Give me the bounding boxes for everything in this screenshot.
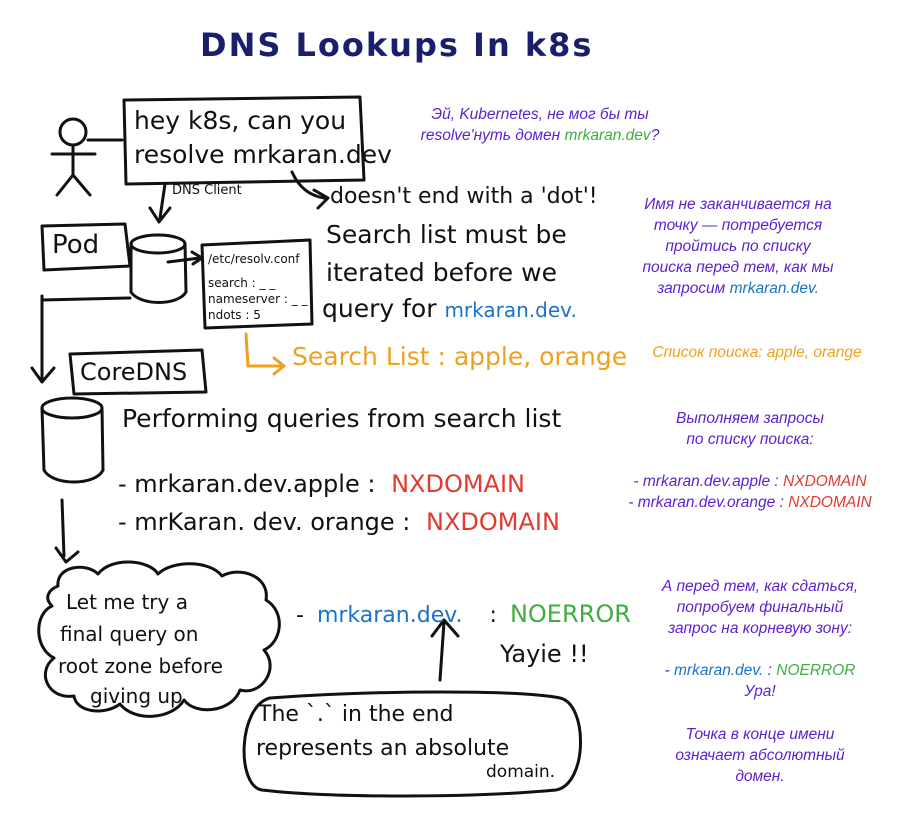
query-apple-result: NXDOMAIN [391,470,525,498]
ru-block-6: Точка в конце имени означает абсолютный … [640,724,880,787]
thought-cloud [37,560,281,718]
query-apple-domain: - mrkaran.dev.apple : [118,470,376,498]
ru-block-1-domain: mrkaran.dev [564,127,651,144]
ru-block-3: Список поиска: apple, orange [652,344,862,361]
ru-block-4-q1-result: NXDOMAIN [783,473,867,490]
arrow-to-cloud [54,498,80,564]
query-orange-domain: - mrKaran. dev. orange : [118,508,411,536]
speech-line-2: resolve mrkaran.dev [134,140,392,169]
ru-block-2-line-4: поиска перед тем, как мы [642,259,834,276]
coredns-label: CoreDNS [80,358,188,386]
root-query-domain: mrkaran.dev. [316,603,463,628]
ru-block-4-line-2: по списку поиска: [686,431,814,448]
arrow-to-note [290,170,330,210]
speech-line-1: hey k8s, can you [134,106,347,135]
queries-header: Performing queries from search list [122,404,562,433]
dns-client-label: DNS Client [172,183,242,198]
orange-arrow [244,332,286,376]
dot-note-line-3: iterated before we [326,258,557,287]
absolute-note-line-1: The `.` in the end [258,702,454,727]
ru-block-5-spacer [620,639,900,660]
ru-block-6-line-2: означает абсолютный [675,747,845,764]
root-query-dash: - [296,603,304,628]
coredns-database-icon [40,396,105,484]
arrow-to-coredns [30,294,56,384]
search-list-label: Search List : apple, orange [292,342,628,371]
absolute-note-line-2: represents an absolute [256,736,510,761]
ru-block-1-line-1: Эй, Kubernetes, не мог бы ты [431,106,649,123]
cloud-line-3: root zone before [58,654,223,678]
dot-note-domain: mrkaran.dev. [444,298,577,322]
absolute-note-box [242,690,582,798]
ru-block-1: Эй, Kubernetes, не мог бы ты resolve'нут… [380,104,700,146]
coredns-box [68,348,208,396]
query-orange: - mrKaran. dev. orange : NXDOMAIN [118,508,560,536]
cloud-line-1: Let me try a [66,590,188,614]
dot-note-line-2: Search list must be [326,220,567,249]
ru-block-5-line-2: попробуем финальный [676,599,844,616]
speech-box [122,95,366,186]
user-stick-figure-icon [50,117,124,197]
resolv-nameserver: nameserver : _ _ [208,292,308,306]
ru-block-5-result: NOERROR [776,662,856,679]
resolv-search: search : _ _ [208,276,276,290]
ru-block-6-line-3: домен. [735,768,785,785]
page-title: DNS Lookups In k8s [200,26,594,64]
ru-block-6-line-1: Точка в конце имени [685,726,835,743]
ru-block-5-yay: Ура! [744,683,776,700]
resolv-ndots: ndots : 5 [208,308,261,322]
yayie-label: Yayie !! [500,640,589,668]
ru-block-5-domain: mrkaran.dev. [674,662,764,679]
query-orange-result: NXDOMAIN [426,508,560,536]
cloud-line-2: final query on [60,622,199,646]
query-apple: - mrkaran.dev.apple : NXDOMAIN [118,470,525,498]
ru-block-2-line-2: точку — потребуется [653,217,823,234]
ru-block-5-line-1: А перед тем, как сдаться, [661,578,859,595]
cloud-line-4: giving up [90,684,183,708]
dot-note-line-4: query for mrkaran.dev. [322,294,577,323]
ru-block-2-line-1: Имя не заканчивается на [644,196,832,213]
ru-block-2: Имя не заканчивается на точку — потребуе… [612,194,864,299]
ru-block-5: А перед тем, как сдаться, попробуем фина… [620,576,900,702]
pod-database-icon [129,233,188,304]
resolv-conf-box [200,238,314,330]
ru-block-5-line-3: запрос на корневую зону: [668,620,852,637]
dot-note-line-1: doesn't end with a 'dot'! [330,184,598,209]
ru-block-1-line-2: resolve'нуть домен mrkaran.dev? [420,127,660,144]
pod-connector [40,296,132,302]
ru-block-4: Выполняем запросы по списку поиска: - mr… [600,408,900,513]
root-query: - mrkaran.dev. : NOERROR [296,600,631,628]
arrow-to-pod [148,182,172,224]
arrow-up-to-root [430,618,460,682]
root-query-result: NOERROR [509,600,631,628]
root-query-colon: : [489,603,497,628]
resolv-filename: /etc/resolv.conf [208,252,300,266]
dot-note-query-for: query for [322,294,437,323]
ru-block-5-query: - mrkaran.dev. : NOERROR [664,662,856,679]
ru-block-2-line-3: пройтись по списку [665,238,811,255]
absolute-note-line-3: domain. [486,762,556,782]
ru-block-4-q2-result: NXDOMAIN [788,494,872,511]
ru-block-2-line-5: запросим mrkaran.dev. [657,280,819,297]
ru-block-4-query-2: - mrkaran.dev.orange : NXDOMAIN [628,494,872,511]
ru-block-4-line-1: Выполняем запросы [676,410,824,427]
ru-block-4-spacer [600,450,900,471]
ru-block-4-query-1: - mrkaran.dev.apple : NXDOMAIN [633,473,867,490]
ru-block-2-domain: mrkaran.dev. [729,280,819,297]
pod-label: Pod [52,230,100,260]
